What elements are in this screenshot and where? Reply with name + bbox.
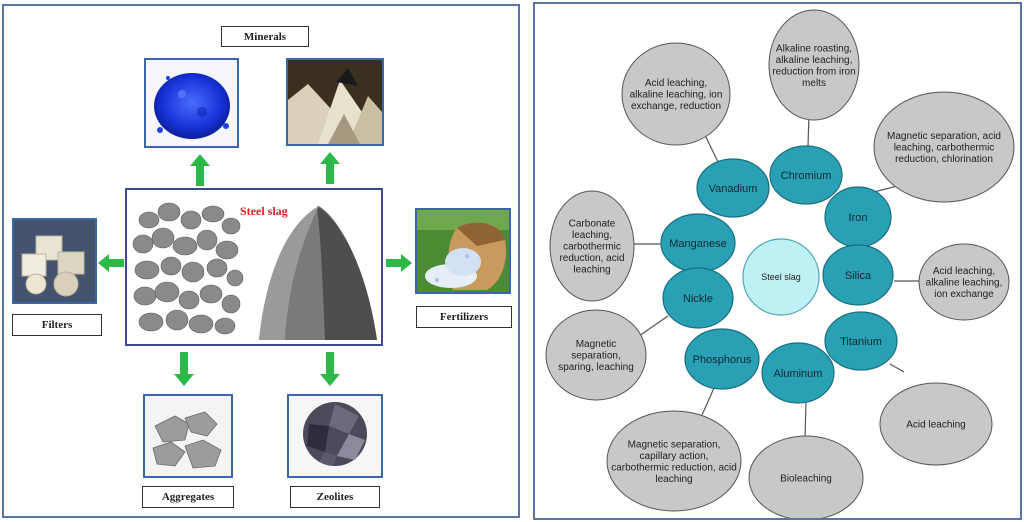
method-text-nickle: sparing, leaching [558, 362, 634, 373]
arrow-to-zeolites [320, 352, 340, 386]
zeolites-image [287, 394, 383, 478]
connector-titanium [889, 363, 905, 373]
method-text-phosphorus: capillary action, [640, 451, 709, 462]
element-ellipse-silica [822, 244, 894, 306]
blue-minerals-image [144, 58, 239, 148]
method-text-iron: leaching, carbothermic [894, 143, 995, 154]
method-text-manganese: reduction, acid [559, 253, 624, 264]
minerals-label: Minerals [221, 26, 309, 47]
method-ellipse-phosphorus [606, 410, 742, 512]
method-ellipse-iron [873, 91, 1015, 203]
method-ellipse-vanadium [621, 42, 731, 146]
center-label: Steel slag [761, 272, 801, 282]
element-label-chromium: Chromium [781, 170, 832, 182]
method-text-iron: reduction, chlorination [895, 154, 993, 165]
method-node-vanadium: Acid leaching,alkaline leaching, ionexch… [621, 42, 731, 146]
method-text-chromium: alkaline leaching, [776, 55, 853, 66]
method-text-chromium: reduction from iron [772, 66, 855, 77]
method-text-manganese: carbothermic [563, 242, 621, 253]
applications-panel: Minerals [2, 4, 520, 518]
method-node-aluminum: Bioleaching [748, 435, 864, 518]
element-ellipse-aluminum [761, 342, 835, 404]
method-text-manganese: leaching [573, 265, 610, 276]
center-node [742, 238, 820, 316]
method-ellipse-nickle [545, 309, 647, 401]
element-label-manganese: Manganese [669, 238, 727, 250]
filters-label: Filters [12, 314, 102, 336]
method-ellipse-chromium [768, 9, 860, 121]
element-label-vanadium: Vanadium [709, 183, 758, 195]
method-text-silica: Acid leaching, [933, 266, 995, 277]
element-node-phosphorus: Phosphorus [684, 328, 760, 390]
connector-vanadium [703, 132, 719, 163]
element-label-phosphorus: Phosphorus [693, 354, 752, 366]
steel-slag-label: Steel slag [240, 204, 288, 218]
method-text-nickle: Magnetic [576, 339, 617, 350]
connector-phosphorus [701, 387, 715, 416]
element-node-aluminum: Aluminum [761, 342, 835, 404]
method-text-chromium: Alkaline roasting, [776, 43, 852, 54]
connector-nickle [635, 315, 669, 339]
element-ellipse-titanium [824, 311, 898, 371]
mineral-powders-image [286, 58, 384, 146]
method-text-iron: Magnetic separation, acid [887, 131, 1001, 142]
element-ellipse-vanadium [696, 158, 770, 218]
element-node-chromium: Chromium [769, 145, 843, 205]
steel-slag-image: Steel slag [125, 188, 383, 346]
aggregates-image [143, 394, 233, 478]
method-text-silica: alkaline leaching, [926, 278, 1003, 289]
method-text-manganese: leaching, [572, 230, 612, 241]
aggregates-label: Aggregates [142, 486, 234, 508]
method-text-aluminum: Bioleaching [780, 474, 832, 485]
method-text-vanadium: exchange, reduction [631, 101, 721, 112]
method-node-chromium: Alkaline roasting,alkaline leaching,redu… [768, 9, 860, 121]
method-text-phosphorus: carbothermic reduction, acid [611, 462, 737, 473]
method-ellipse-titanium [879, 382, 993, 466]
method-text-vanadium: alkaline leaching, ion [630, 90, 723, 101]
method-node-silica: Acid leaching,alkaline leaching,ion exch… [918, 243, 1010, 321]
method-text-titanium: Acid leaching [906, 420, 965, 431]
method-node-manganese: Carbonateleaching,carbothermicreduction,… [549, 190, 635, 302]
element-node-vanadium: Vanadium [696, 158, 770, 218]
method-ellipse-manganese [549, 190, 635, 302]
element-label-iron: Iron [849, 212, 868, 224]
filters-image [12, 218, 97, 304]
method-text-vanadium: Acid leaching, [645, 78, 707, 89]
element-ellipse-phosphorus [684, 328, 760, 390]
arrow-to-mineral-powders [320, 152, 340, 184]
fertilizers-image [415, 208, 511, 294]
method-text-phosphorus: leaching [655, 474, 692, 485]
element-node-titanium: Titanium [824, 311, 898, 371]
element-ellipse-nickle [662, 267, 734, 329]
method-ellipse-silica [918, 243, 1010, 321]
method-text-silica: ion exchange [934, 289, 994, 300]
arrow-to-filters [98, 254, 124, 272]
element-node-silica: Silica [822, 244, 894, 306]
method-ellipse-aluminum [748, 435, 864, 518]
recovery-diagram: Alkaline roasting,alkaline leaching,redu… [545, 9, 1015, 518]
arrow-to-fertilizers [386, 254, 412, 272]
zeolites-label: Zeolites [290, 486, 380, 508]
arrow-to-blue-minerals [190, 154, 210, 186]
element-ellipse-chromium [769, 145, 843, 205]
element-node-nickle: Nickle [662, 267, 734, 329]
element-label-silica: Silica [845, 270, 872, 282]
method-node-phosphorus: Magnetic separation,capillary action,car… [606, 410, 742, 512]
connector-aluminum [804, 401, 807, 439]
method-text-nickle: separation, [571, 351, 620, 362]
fertilizers-label: Fertilizers [416, 306, 512, 328]
element-label-nickle: Nickle [683, 293, 713, 305]
element-node-iron: Iron [824, 186, 892, 248]
method-text-manganese: Carbonate [569, 219, 616, 230]
element-recovery-panel: Alkaline roasting,alkaline leaching,redu… [533, 2, 1022, 520]
element-node-manganese: Manganese [660, 213, 736, 273]
method-text-phosphorus: Magnetic separation, [628, 439, 721, 450]
method-text-chromium: melts [802, 78, 826, 89]
element-label-titanium: Titanium [840, 336, 882, 348]
element-label-aluminum: Aluminum [774, 368, 823, 380]
method-node-titanium: Acid leaching [879, 382, 993, 466]
arrow-to-aggregates [174, 352, 194, 386]
